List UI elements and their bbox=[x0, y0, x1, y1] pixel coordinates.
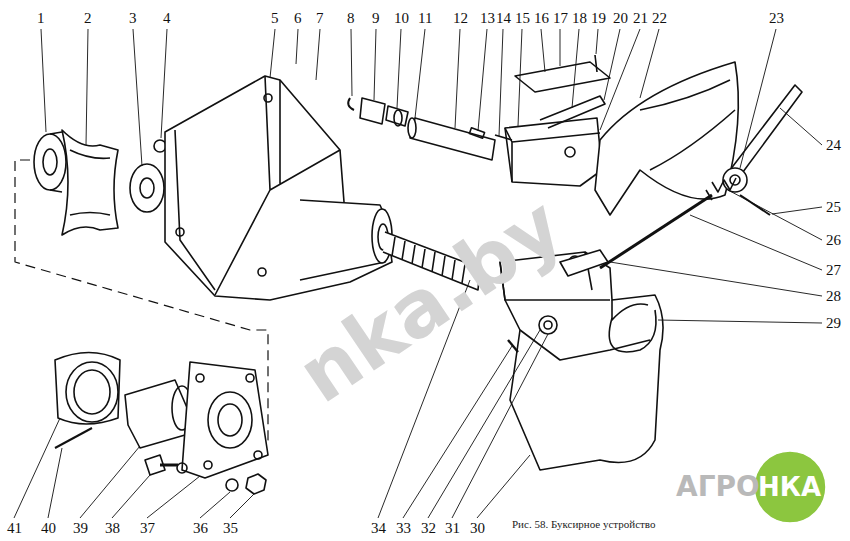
callout-number: 1 bbox=[37, 11, 45, 26]
callout-number: 3 bbox=[129, 11, 137, 26]
callout-number: 13 bbox=[480, 11, 495, 26]
callout-number: 36 bbox=[193, 521, 208, 536]
callout-number: 10 bbox=[394, 11, 409, 26]
callout-number: 19 bbox=[591, 11, 606, 26]
callout-number: 2 bbox=[84, 11, 92, 26]
callout-number: 38 bbox=[105, 521, 120, 536]
callout-number: 4 bbox=[163, 11, 171, 26]
callout-number: 5 bbox=[271, 11, 279, 26]
callout-number: 6 bbox=[294, 11, 302, 26]
callout-number: 7 bbox=[316, 11, 324, 26]
callout-number: 20 bbox=[613, 11, 628, 26]
callout-number: 22 bbox=[652, 11, 667, 26]
callout-number: 11 bbox=[418, 11, 432, 26]
callout-number: 8 bbox=[347, 11, 355, 26]
callout-number: 14 bbox=[496, 11, 511, 26]
callout-number: 28 bbox=[826, 289, 841, 304]
callout-number: 15 bbox=[515, 11, 530, 26]
callout-number: 29 bbox=[826, 316, 841, 331]
callout-number: 30 bbox=[470, 521, 485, 536]
callout-number: 18 bbox=[572, 11, 587, 26]
figure-caption: Рис. 58. Буксирное устройство bbox=[512, 519, 655, 530]
callout-number: 37 bbox=[140, 521, 155, 536]
callout-number: 41 bbox=[7, 521, 22, 536]
callout-number: 34 bbox=[371, 521, 386, 536]
logo-text: НКА bbox=[758, 474, 821, 500]
callout-number: 17 bbox=[553, 11, 568, 26]
callout-number: 33 bbox=[396, 521, 411, 536]
callout-number: 12 bbox=[453, 11, 468, 26]
callout-number: 26 bbox=[826, 233, 841, 248]
callout-number: 23 bbox=[769, 11, 784, 26]
callout-number: 27 bbox=[826, 263, 841, 278]
callout-number: 35 bbox=[223, 521, 238, 536]
callout-number: 21 bbox=[633, 11, 648, 26]
callout-number: 25 bbox=[826, 200, 841, 215]
callout-number: 32 bbox=[421, 521, 436, 536]
callout-number: 9 bbox=[372, 11, 380, 26]
callout-number: 24 bbox=[826, 138, 841, 153]
callout-number: 39 bbox=[73, 521, 88, 536]
callout-number: 40 bbox=[41, 521, 56, 536]
logo-text: АГРО bbox=[676, 473, 760, 501]
callout-number: 16 bbox=[534, 11, 549, 26]
callout-number: 31 bbox=[445, 521, 460, 536]
